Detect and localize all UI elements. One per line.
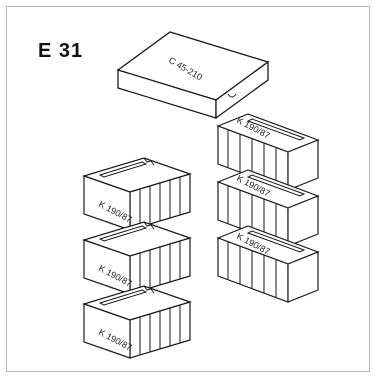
cover-block: C 45-210 [116, 31, 270, 120]
left-stack: K 190/87 K 190/87 K 190/87 [83, 157, 191, 359]
left-brick-2 [83, 221, 191, 295]
step-label: E 31 [38, 40, 84, 62]
left-brick-1 [83, 157, 191, 231]
left-brick-3 [83, 285, 191, 359]
right-stack: K 190/87 K 190/87 K 190/87 [217, 113, 319, 303]
